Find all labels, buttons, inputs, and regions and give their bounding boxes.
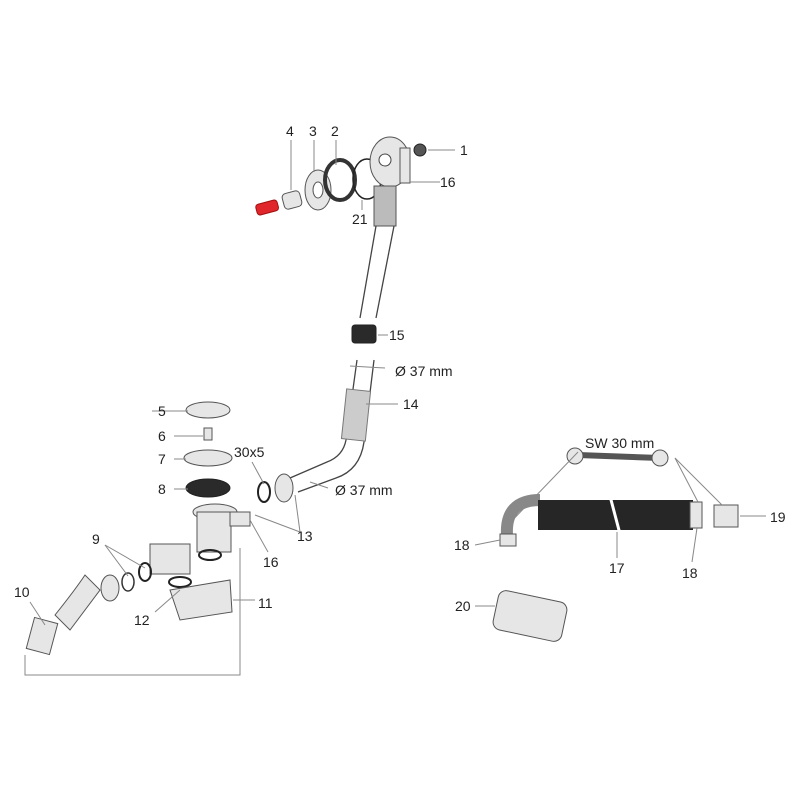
label-5: 5: [158, 403, 166, 419]
label-10: 10: [14, 584, 30, 600]
label-diameter-bottom: Ø 37 mm: [335, 482, 393, 498]
label-12: 12: [134, 612, 150, 628]
label-4: 4: [286, 123, 294, 139]
label-7: 7: [158, 451, 166, 467]
part-10-outlet-pipe: [25, 574, 101, 656]
label-3: 3: [309, 123, 317, 139]
label-sw30: SW 30 mm: [585, 435, 654, 451]
label-18-left: 18: [454, 537, 470, 553]
part-5-drain-cover: [185, 401, 231, 419]
part-4-red-screw: [255, 199, 280, 216]
label-19: 19: [770, 509, 786, 525]
label-13: 13: [297, 528, 313, 544]
part-13-nut-ring: [257, 473, 294, 503]
label-21: 21: [352, 211, 368, 227]
overflow-head: [369, 136, 411, 188]
part-14-bend-pipe: [289, 359, 375, 493]
label-11: 11: [258, 595, 273, 611]
part-9-elbow-nut: [100, 543, 191, 602]
label-17: 17: [609, 560, 625, 576]
part-20-adapter: [492, 590, 568, 642]
label-diameter-top: Ø 37 mm: [395, 363, 453, 379]
leader-lines: [24, 140, 766, 676]
wrench-sw30: [566, 447, 669, 467]
part-17-hose: [538, 495, 703, 535]
label-30x5: 30x5: [234, 444, 265, 460]
label-2: 2: [331, 123, 339, 139]
label-16-bottom: 16: [263, 554, 279, 570]
part-15-connector: [351, 324, 377, 344]
part-8-seal: [185, 478, 231, 498]
part-labels: 1 2 3 4 16 21 15 Ø 37 mm 14 5 6 7 8 30x5…: [14, 123, 786, 628]
part-19-coupling: [713, 504, 739, 528]
part-6-screw: [203, 427, 213, 441]
label-16-top: 16: [440, 174, 456, 190]
part-4-sleeve: [281, 190, 303, 210]
label-15: 15: [389, 327, 405, 343]
part-7-strainer: [183, 449, 233, 467]
overflow-corrugated-pipe: [359, 185, 397, 319]
label-20: 20: [455, 598, 471, 614]
label-6: 6: [158, 428, 166, 444]
label-14: 14: [403, 396, 419, 412]
part-1-cap: [413, 143, 427, 157]
label-9: 9: [92, 531, 100, 547]
part-11-trap: [168, 549, 233, 621]
label-1: 1: [460, 142, 468, 158]
label-18-right: 18: [682, 565, 698, 581]
part-2-seal-ring: [323, 158, 357, 202]
label-8: 8: [158, 481, 166, 497]
part-18-elbow: [499, 494, 541, 547]
drain-body: [192, 503, 251, 553]
